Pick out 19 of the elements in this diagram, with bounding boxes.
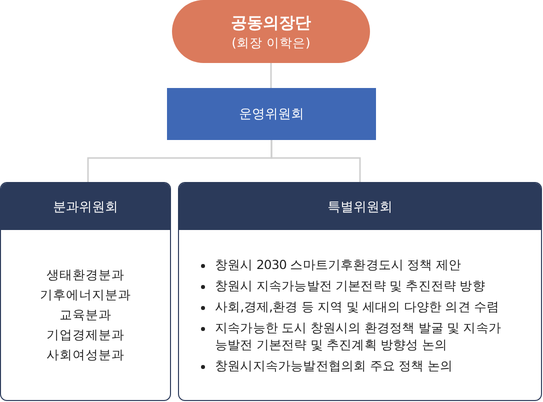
pill-title: 공동의장단: [231, 12, 311, 34]
card-header: 특별위원회: [179, 183, 541, 230]
bullet-item: 사회,경제,환경 등 지역 및 세대의 다양한 의견 수렴: [201, 298, 511, 315]
connector-line: [270, 140, 361, 182]
subcommittee-name: 교육분과: [60, 306, 112, 324]
bullet-item: 창원시지속가능발전협의회 주요 정책 논의: [201, 357, 511, 374]
subcommittee-name: 기후에너지분과: [40, 286, 131, 304]
bullet-item: 지속가능한 도시 창원시의 환경정책 발굴 및 지속가능발전 기본전략 및 추진계획 방향성 논의: [201, 319, 511, 353]
bullet-item: 창원시 2030 스마트기후환경도시 정책 제안: [201, 256, 511, 273]
connector-line: [270, 63, 272, 88]
subcommittee-name: 생태환경분과: [46, 266, 124, 284]
card-header: 분과위원회: [1, 183, 170, 230]
subcommittee-name: 사회여성분과: [46, 346, 124, 364]
committee-box: 운영위원회: [167, 88, 376, 140]
committee-card: [178, 182, 542, 401]
subcommittee-name: 기업경제분과: [46, 326, 124, 344]
pill-subtitle: (회장 이학은): [232, 34, 310, 51]
bullet-item: 창원시 지속가능발전 기본전략 및 추진전략 방향: [201, 277, 511, 294]
committee-card: [0, 182, 171, 401]
